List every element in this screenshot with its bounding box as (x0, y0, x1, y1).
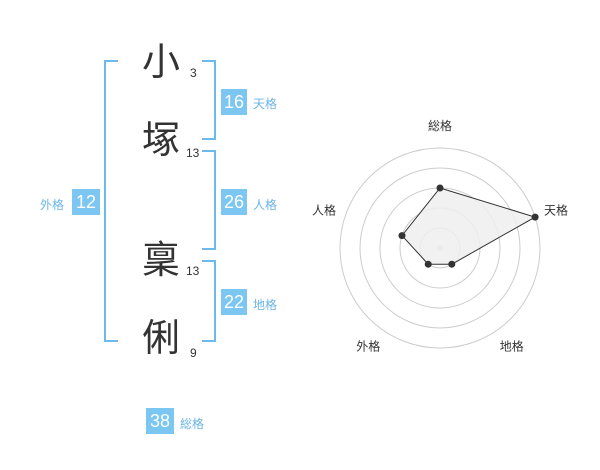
jinkaku-label: 人格 (253, 198, 278, 212)
soukaku-value: 38 (146, 408, 174, 434)
soukaku-label: 総格 (180, 417, 205, 431)
radar-axis-label-2: 天格 (544, 202, 568, 217)
gaikaku-label: 外格 (40, 198, 65, 212)
chikaku-bracket (202, 260, 216, 342)
radar-axis-label-3: 地格 (500, 339, 524, 354)
name-char-1: 小 (142, 40, 181, 84)
chikaku-value: 22 (221, 289, 247, 315)
radar-data-polygon (401, 187, 537, 265)
radar-grid-ring (339, 147, 541, 349)
jinkaku-value: 26 (221, 189, 247, 215)
radar-point-2 (531, 213, 539, 221)
gaikaku-value: 12 (72, 189, 100, 215)
name-char-3: 稟 (142, 238, 181, 282)
tenkaku-label: 天格 (253, 97, 278, 111)
radar-grid-ring (359, 167, 521, 329)
stroke-count-1: 3 (190, 66, 197, 80)
gaikaku-bracket (104, 60, 118, 342)
radar-point-1 (436, 184, 444, 192)
name-char-2: 塚 (142, 118, 181, 162)
stroke-count-2: 13 (186, 146, 200, 160)
tenkaku-bracket (202, 60, 216, 140)
stroke-count-3: 13 (186, 264, 200, 278)
radar-axis-label-4: 外格 (356, 339, 380, 354)
chikaku-label: 地格 (253, 298, 278, 312)
radar-point-3 (448, 260, 456, 268)
radar-point-4 (424, 260, 432, 268)
tenkaku-value: 16 (221, 89, 247, 115)
radar-axis-label-5: 人格 (312, 202, 336, 217)
jinkaku-bracket (202, 150, 216, 250)
radar-axis-label-1: 総格 (428, 118, 452, 133)
name-char-4: 俐 (142, 316, 181, 360)
stroke-count-4: 9 (190, 346, 197, 360)
radar-point-5 (398, 232, 406, 240)
